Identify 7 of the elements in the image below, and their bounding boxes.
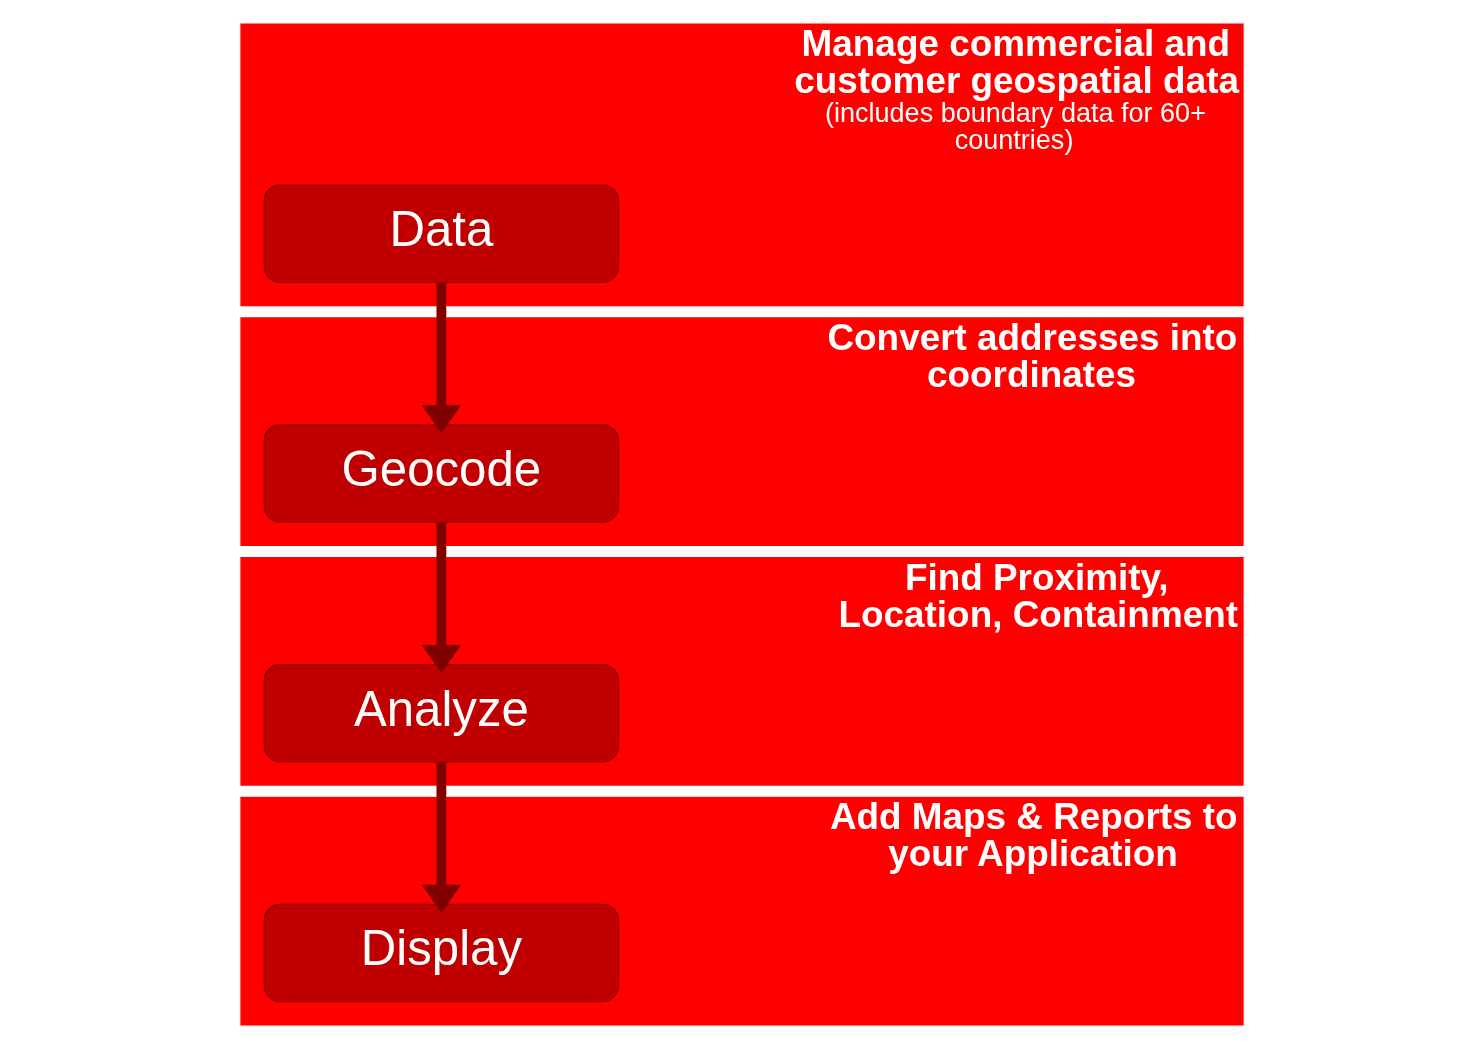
arrow (421, 761, 462, 913)
arrow (421, 282, 462, 434)
node-box: Display (263, 903, 620, 1003)
arrow (421, 522, 462, 674)
node-box: Analyze (263, 664, 620, 763)
node-box: Geocode (263, 424, 620, 523)
node-box: Data (263, 184, 620, 283)
